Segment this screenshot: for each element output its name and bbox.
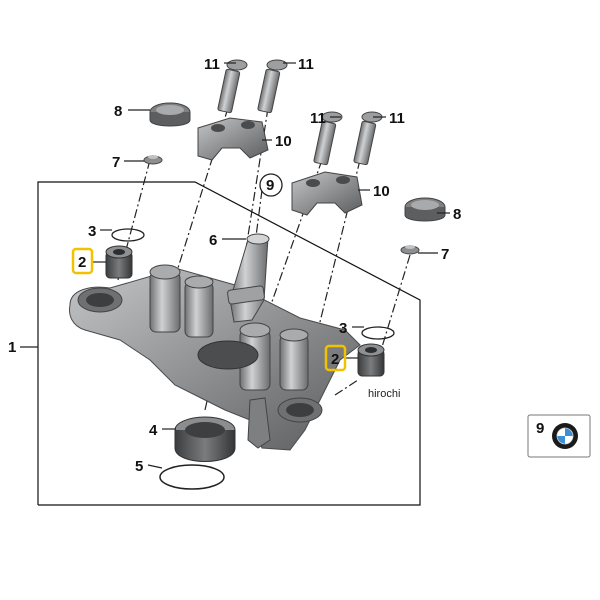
clamp-10-lower [291,171,363,216]
callout-9: 9 [266,177,274,194]
bearing-2-right [357,343,385,377]
callout-7-b: 7 [441,246,449,263]
callout-3-b: 3 [339,320,347,337]
bmw-logo-icon [552,423,578,449]
callout-10-b: 10 [373,183,390,200]
bolt-11-c [313,111,343,166]
callout-3-a: 3 [88,223,96,240]
callout-2-b: 2 [331,351,339,368]
highlight-box-2-right [324,344,347,372]
callout-6: 6 [209,232,217,249]
highlight-box-2-left [71,247,94,275]
callout-11-b: 11 [298,56,314,73]
bushing-7-right [400,245,420,255]
callout-7-a: 7 [112,154,120,171]
assembly-frame [37,181,421,506]
steering-bearing-4 [174,416,236,462]
callout-5: 5 [135,458,143,475]
callout-4: 4 [149,422,158,439]
callout-10-a: 10 [275,133,292,150]
watermark-text: hirochi [368,388,400,400]
stem-pin-6 [227,233,270,323]
callout-11-d: 11 [389,110,405,127]
callout-8-a: 8 [114,103,122,120]
callout-2-a: 2 [78,254,86,271]
oring-3-left [111,228,145,242]
callout-11-c: 11 [310,110,326,127]
cap-8-right [404,197,446,222]
callout-1: 1 [8,339,16,356]
bmw-badge-box: 9 [527,414,591,458]
bolt-11-b [257,59,288,114]
callout-8-b: 8 [453,206,461,223]
callout-9-circle [259,173,283,197]
triple-clamp [69,264,361,451]
cap-8-left [149,102,191,127]
callout-9-box: 9 [536,420,544,437]
callout-11-a: 11 [204,56,220,73]
bolt-11-d [353,111,383,166]
clamp-10-upper [197,117,269,161]
bearing-2-left [105,245,133,279]
bushing-7-left [143,155,163,165]
oring-5 [159,464,225,490]
bolt-11-a [217,59,248,114]
oring-3-right [361,326,395,340]
